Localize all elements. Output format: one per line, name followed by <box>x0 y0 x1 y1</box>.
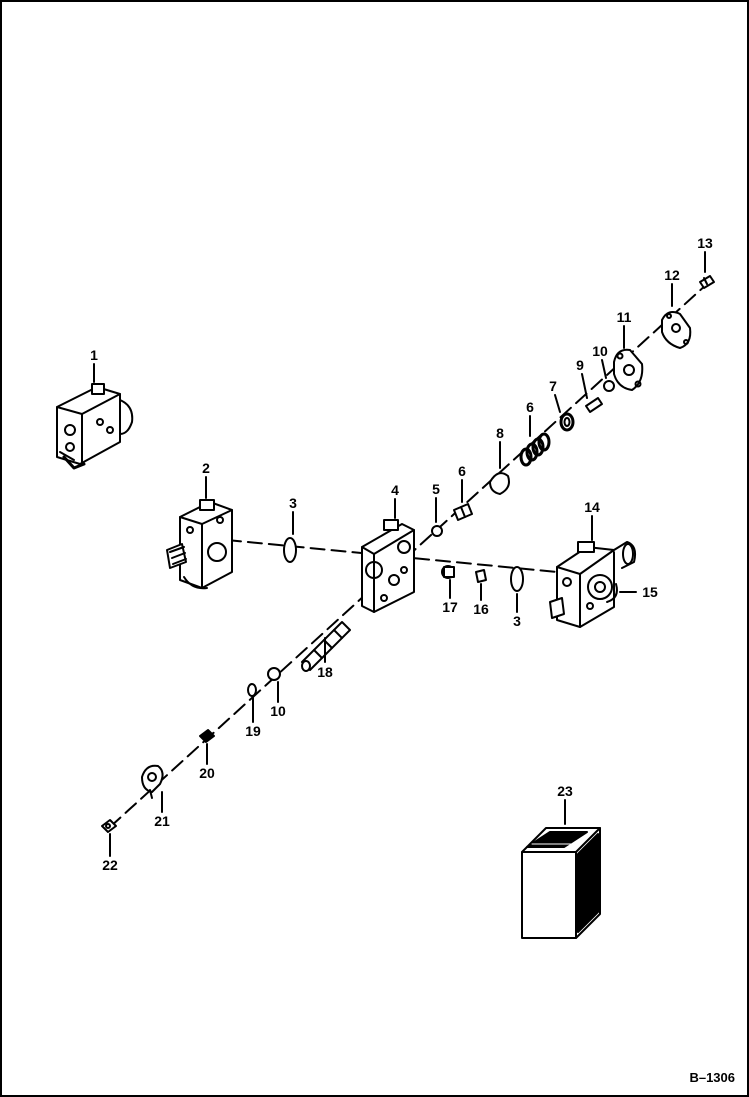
part-21-bracket <box>141 764 164 799</box>
callout-10: 10 <box>592 343 608 359</box>
part-10-o-ring <box>603 380 615 392</box>
callout-1: 1 <box>90 347 98 363</box>
part-10-o-ring <box>267 667 281 681</box>
part-4-valve-body <box>361 519 415 613</box>
cross-axis-line <box>226 539 558 573</box>
part-11-end-cap <box>613 348 644 391</box>
callout-12: 12 <box>664 267 680 283</box>
callout-3: 3 <box>289 495 297 511</box>
callout-20: 20 <box>199 765 215 781</box>
part-9-pin <box>585 397 603 413</box>
callout-23: 23 <box>557 783 573 799</box>
part-17-sleeve <box>441 565 455 579</box>
callout-17: 17 <box>442 599 458 615</box>
callout-15: 15 <box>642 584 658 600</box>
part-2-valve-section <box>166 499 233 590</box>
callout-10b: 10 <box>270 703 286 719</box>
part-3-o-ring <box>510 566 524 592</box>
part-3-o-ring <box>283 537 297 563</box>
part-7-retainer <box>559 412 575 432</box>
callout-9: 9 <box>576 357 584 373</box>
callout-22: 22 <box>102 857 118 873</box>
callout-21: 21 <box>154 813 170 829</box>
part-16-check <box>475 569 487 583</box>
callout-2: 2 <box>202 460 210 476</box>
part-19-washer <box>247 683 257 697</box>
part-5-o-ring <box>431 525 443 537</box>
callout-16: 16 <box>473 601 489 617</box>
part-8-seal <box>489 472 510 495</box>
spring <box>519 432 551 467</box>
callout-4: 4 <box>391 482 399 498</box>
callout-13: 13 <box>697 235 713 251</box>
part-12-cover-plate <box>661 311 692 349</box>
callout-14: 14 <box>584 499 600 515</box>
figure-id: B–1306 <box>689 1070 735 1085</box>
part-15-fitting <box>606 541 637 603</box>
part-23-seal-kit <box>521 827 601 939</box>
callout-11: 11 <box>617 309 632 325</box>
callout-5: 5 <box>432 481 440 497</box>
callout-6b: 6 <box>526 399 534 415</box>
callout-6: 6 <box>458 463 466 479</box>
part-13-screw <box>699 275 715 289</box>
callout-8: 8 <box>496 425 504 441</box>
callout-19: 19 <box>245 723 261 739</box>
callout-18: 18 <box>317 664 333 680</box>
callout-3b: 3 <box>513 613 521 629</box>
part-20-nut <box>199 729 215 743</box>
callout-7: 7 <box>549 378 557 394</box>
callout-numbers: 1 2 3 4 5 6 8 6 7 9 10 11 12 13 14 15 17… <box>90 235 713 873</box>
callout-leader-lines <box>93 251 706 857</box>
part-14-inlet-section <box>549 541 615 628</box>
part-22-bolt <box>101 819 117 833</box>
part-1-valve-section <box>56 383 134 470</box>
part-6-plug <box>453 503 473 521</box>
